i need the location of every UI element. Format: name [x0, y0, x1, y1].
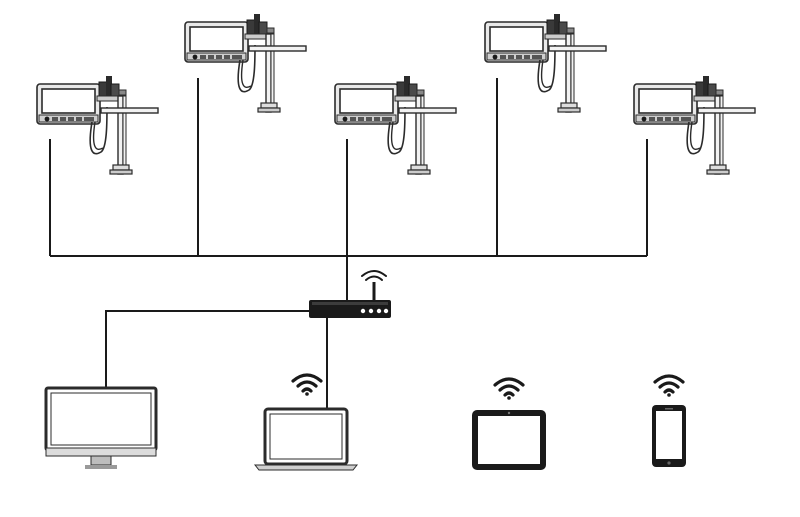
- laptop-icon: [253, 407, 359, 471]
- desktop-cable: [105, 310, 309, 389]
- printer-4-icon: [484, 13, 607, 113]
- wifi-router-icon: [309, 270, 391, 318]
- laptop-wifi-icon: [291, 373, 323, 398]
- tablet-icon: [472, 410, 546, 470]
- printer-2-icon: [184, 13, 307, 113]
- wired-network-lines: [49, 78, 648, 409]
- smartphone-icon: [652, 405, 686, 467]
- desktop-monitor-icon: [44, 386, 158, 469]
- smartphone-wifi-icon: [653, 374, 685, 399]
- printer-3-icon: [334, 75, 457, 175]
- printer-1-icon: [36, 75, 159, 175]
- tablet-wifi-icon: [493, 377, 525, 402]
- printer-5-icon: [633, 75, 756, 175]
